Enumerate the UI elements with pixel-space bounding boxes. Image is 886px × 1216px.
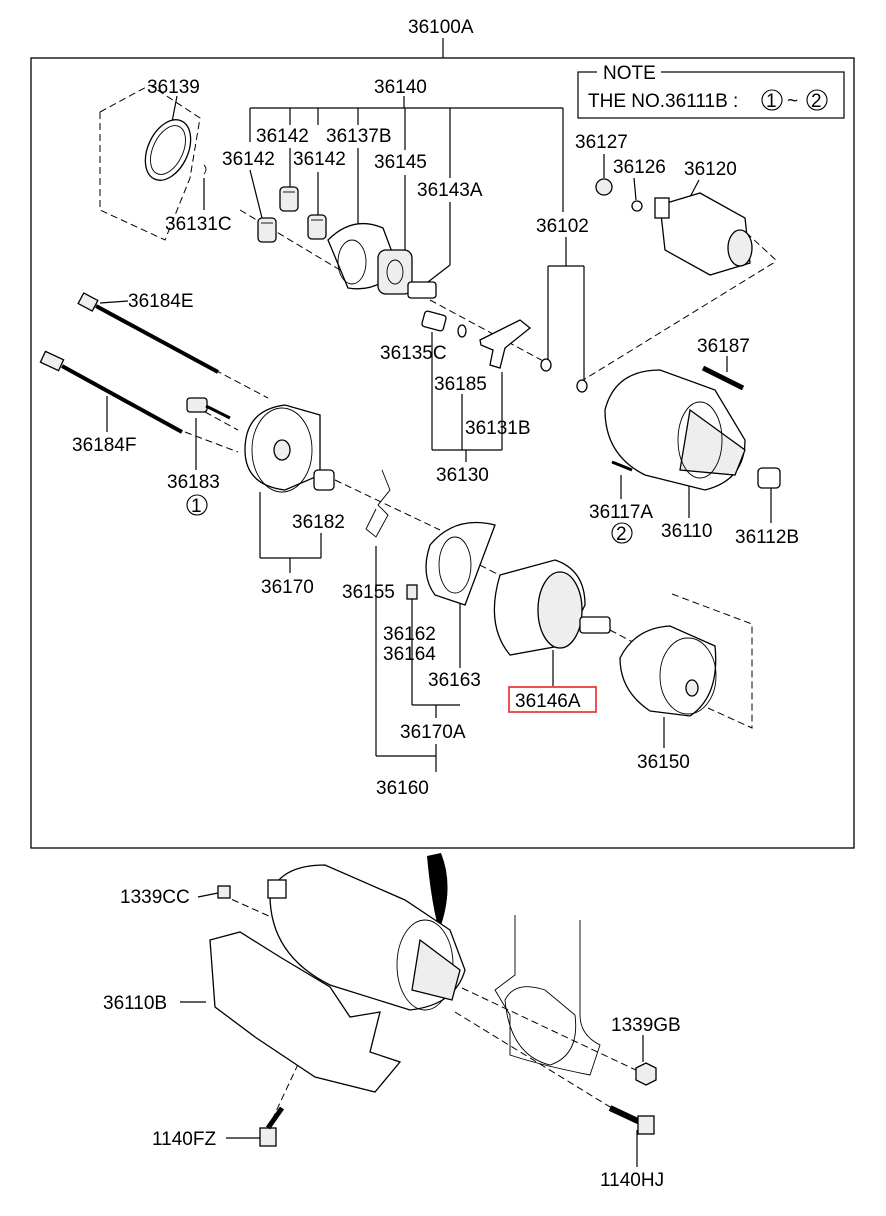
plate-36135C[interactable] xyxy=(421,310,447,332)
note-range-to: 2 xyxy=(811,91,822,112)
lever-36131B[interactable] xyxy=(479,319,532,369)
bolt-1140HJ[interactable] xyxy=(608,1105,655,1135)
direction-arrow xyxy=(427,853,448,931)
bolt-1140FZ[interactable] xyxy=(259,1106,285,1147)
callout-36130[interactable]: 36130 xyxy=(436,465,489,486)
note-box: NOTE THE NO.36111B : 1 ~ 2 xyxy=(577,62,845,119)
note-range-from: 1 xyxy=(766,91,777,112)
spring-36162[interactable] xyxy=(406,584,418,600)
callout-36120[interactable]: 36120 xyxy=(684,159,737,180)
starter-assembly[interactable] xyxy=(267,864,466,1011)
callout-36142b[interactable]: 36142 xyxy=(222,149,275,170)
washer-36126[interactable] xyxy=(631,200,643,212)
callout-36184F[interactable]: 36184F xyxy=(72,435,136,456)
ring-36139[interactable] xyxy=(136,113,199,188)
callout-36140[interactable]: 36140 xyxy=(374,77,427,98)
callout-36139[interactable]: 36139 xyxy=(147,77,200,98)
callout-36183-ref: 1 xyxy=(191,496,202,517)
note-title: NOTE xyxy=(603,63,656,84)
ball-36102b[interactable] xyxy=(576,379,588,393)
callout-36183[interactable]: 36183 xyxy=(167,472,220,493)
callout-36163[interactable]: 36163 xyxy=(428,670,481,691)
callout-36143A[interactable]: 36143A xyxy=(417,180,483,201)
callout-36182[interactable]: 36182 xyxy=(292,512,345,533)
callout-36146A[interactable]: 36146A xyxy=(515,691,581,712)
through-bolt-36184F[interactable] xyxy=(39,350,183,434)
callout-36112B[interactable]: 36112B xyxy=(735,527,799,548)
shaft-36143A[interactable] xyxy=(407,281,437,299)
centerlines xyxy=(99,84,779,1121)
callout-36162[interactable]: 36162 xyxy=(383,624,436,645)
planet-gears-36142[interactable] xyxy=(257,186,327,243)
callout-36145[interactable]: 36145 xyxy=(374,152,427,173)
nut-36127[interactable] xyxy=(595,178,613,196)
front-housing-36110[interactable] xyxy=(604,369,746,491)
brush-holder-36163[interactable] xyxy=(425,521,496,606)
callout-36110[interactable]: 36110 xyxy=(661,521,712,542)
callout-1339CC[interactable]: 1339CC xyxy=(120,887,190,908)
bushing-36112B[interactable] xyxy=(757,467,781,489)
gear-36145[interactable] xyxy=(377,249,413,295)
plate-36155[interactable] xyxy=(365,469,391,538)
stud-36187[interactable] xyxy=(701,365,745,391)
through-bolt-36184E[interactable] xyxy=(77,292,219,374)
callout-36117A-ref: 2 xyxy=(616,524,627,545)
engine-block-outline xyxy=(494,915,601,1076)
heat-shield-36110B[interactable] xyxy=(209,931,402,1093)
clip-36131C[interactable] xyxy=(203,164,207,175)
callout-36170A[interactable]: 36170A xyxy=(400,722,466,743)
armature-36146A[interactable] xyxy=(493,559,611,656)
ref-circle-36183 xyxy=(186,494,208,516)
callout-36131B[interactable]: 36131B xyxy=(465,418,531,439)
callout-1339GB[interactable]: 1339GB xyxy=(611,1015,681,1036)
callout-36131C[interactable]: 36131C xyxy=(165,214,232,235)
nut-1339GB[interactable] xyxy=(635,1062,657,1086)
assembly-frame xyxy=(30,57,855,849)
gasket[interactable] xyxy=(504,986,577,1066)
callout-36142a[interactable]: 36142 xyxy=(256,126,309,147)
callout-36126[interactable]: 36126 xyxy=(613,157,666,178)
callout-36137B[interactable]: 36137B xyxy=(326,126,392,147)
callout-36170[interactable]: 36170 xyxy=(261,577,314,598)
callout-36160[interactable]: 36160 xyxy=(376,778,429,799)
solenoid-36120[interactable] xyxy=(654,192,753,276)
nut-1339CC[interactable] xyxy=(217,885,231,899)
ball-36102a[interactable] xyxy=(540,358,552,372)
ball-36185[interactable] xyxy=(457,324,467,338)
callout-36127[interactable]: 36127 xyxy=(575,132,628,153)
callout-36117A[interactable]: 36117A xyxy=(589,502,653,523)
callout-1140FZ[interactable]: 1140FZ xyxy=(152,1129,216,1150)
callout-36102[interactable]: 36102 xyxy=(536,216,589,237)
highlight-box-36146A xyxy=(508,686,597,713)
callout-36164[interactable]: 36164 xyxy=(383,644,436,665)
assembly-label[interactable]: 36100A xyxy=(408,17,474,38)
callout-36110B[interactable]: 36110B xyxy=(103,993,167,1014)
leader-lines xyxy=(99,95,772,1167)
callout-36185[interactable]: 36185 xyxy=(434,374,487,395)
bushing-36182[interactable] xyxy=(313,469,335,491)
callout-1140HJ[interactable]: 1140HJ xyxy=(600,1170,664,1191)
note-range-sep: ~ xyxy=(787,91,798,112)
callout-36135C[interactable]: 36135C xyxy=(380,343,447,364)
callouts: 36139 36140 36142 36137B 36142 36142 361… xyxy=(72,77,799,1191)
note-text: THE NO.36111B : xyxy=(588,91,738,112)
ref-circle-36117A xyxy=(611,522,633,544)
callout-36142c[interactable]: 36142 xyxy=(293,149,346,170)
callout-36155[interactable]: 36155 xyxy=(342,582,395,603)
rear-cover-36170[interactable] xyxy=(244,404,321,493)
screw-36183[interactable] xyxy=(186,397,231,420)
callout-36150[interactable]: 36150 xyxy=(637,752,690,773)
screw-36117A[interactable] xyxy=(611,460,633,472)
callout-36184E[interactable]: 36184E xyxy=(128,291,194,312)
callout-36187[interactable]: 36187 xyxy=(697,336,750,357)
yoke-36150[interactable] xyxy=(619,625,717,717)
